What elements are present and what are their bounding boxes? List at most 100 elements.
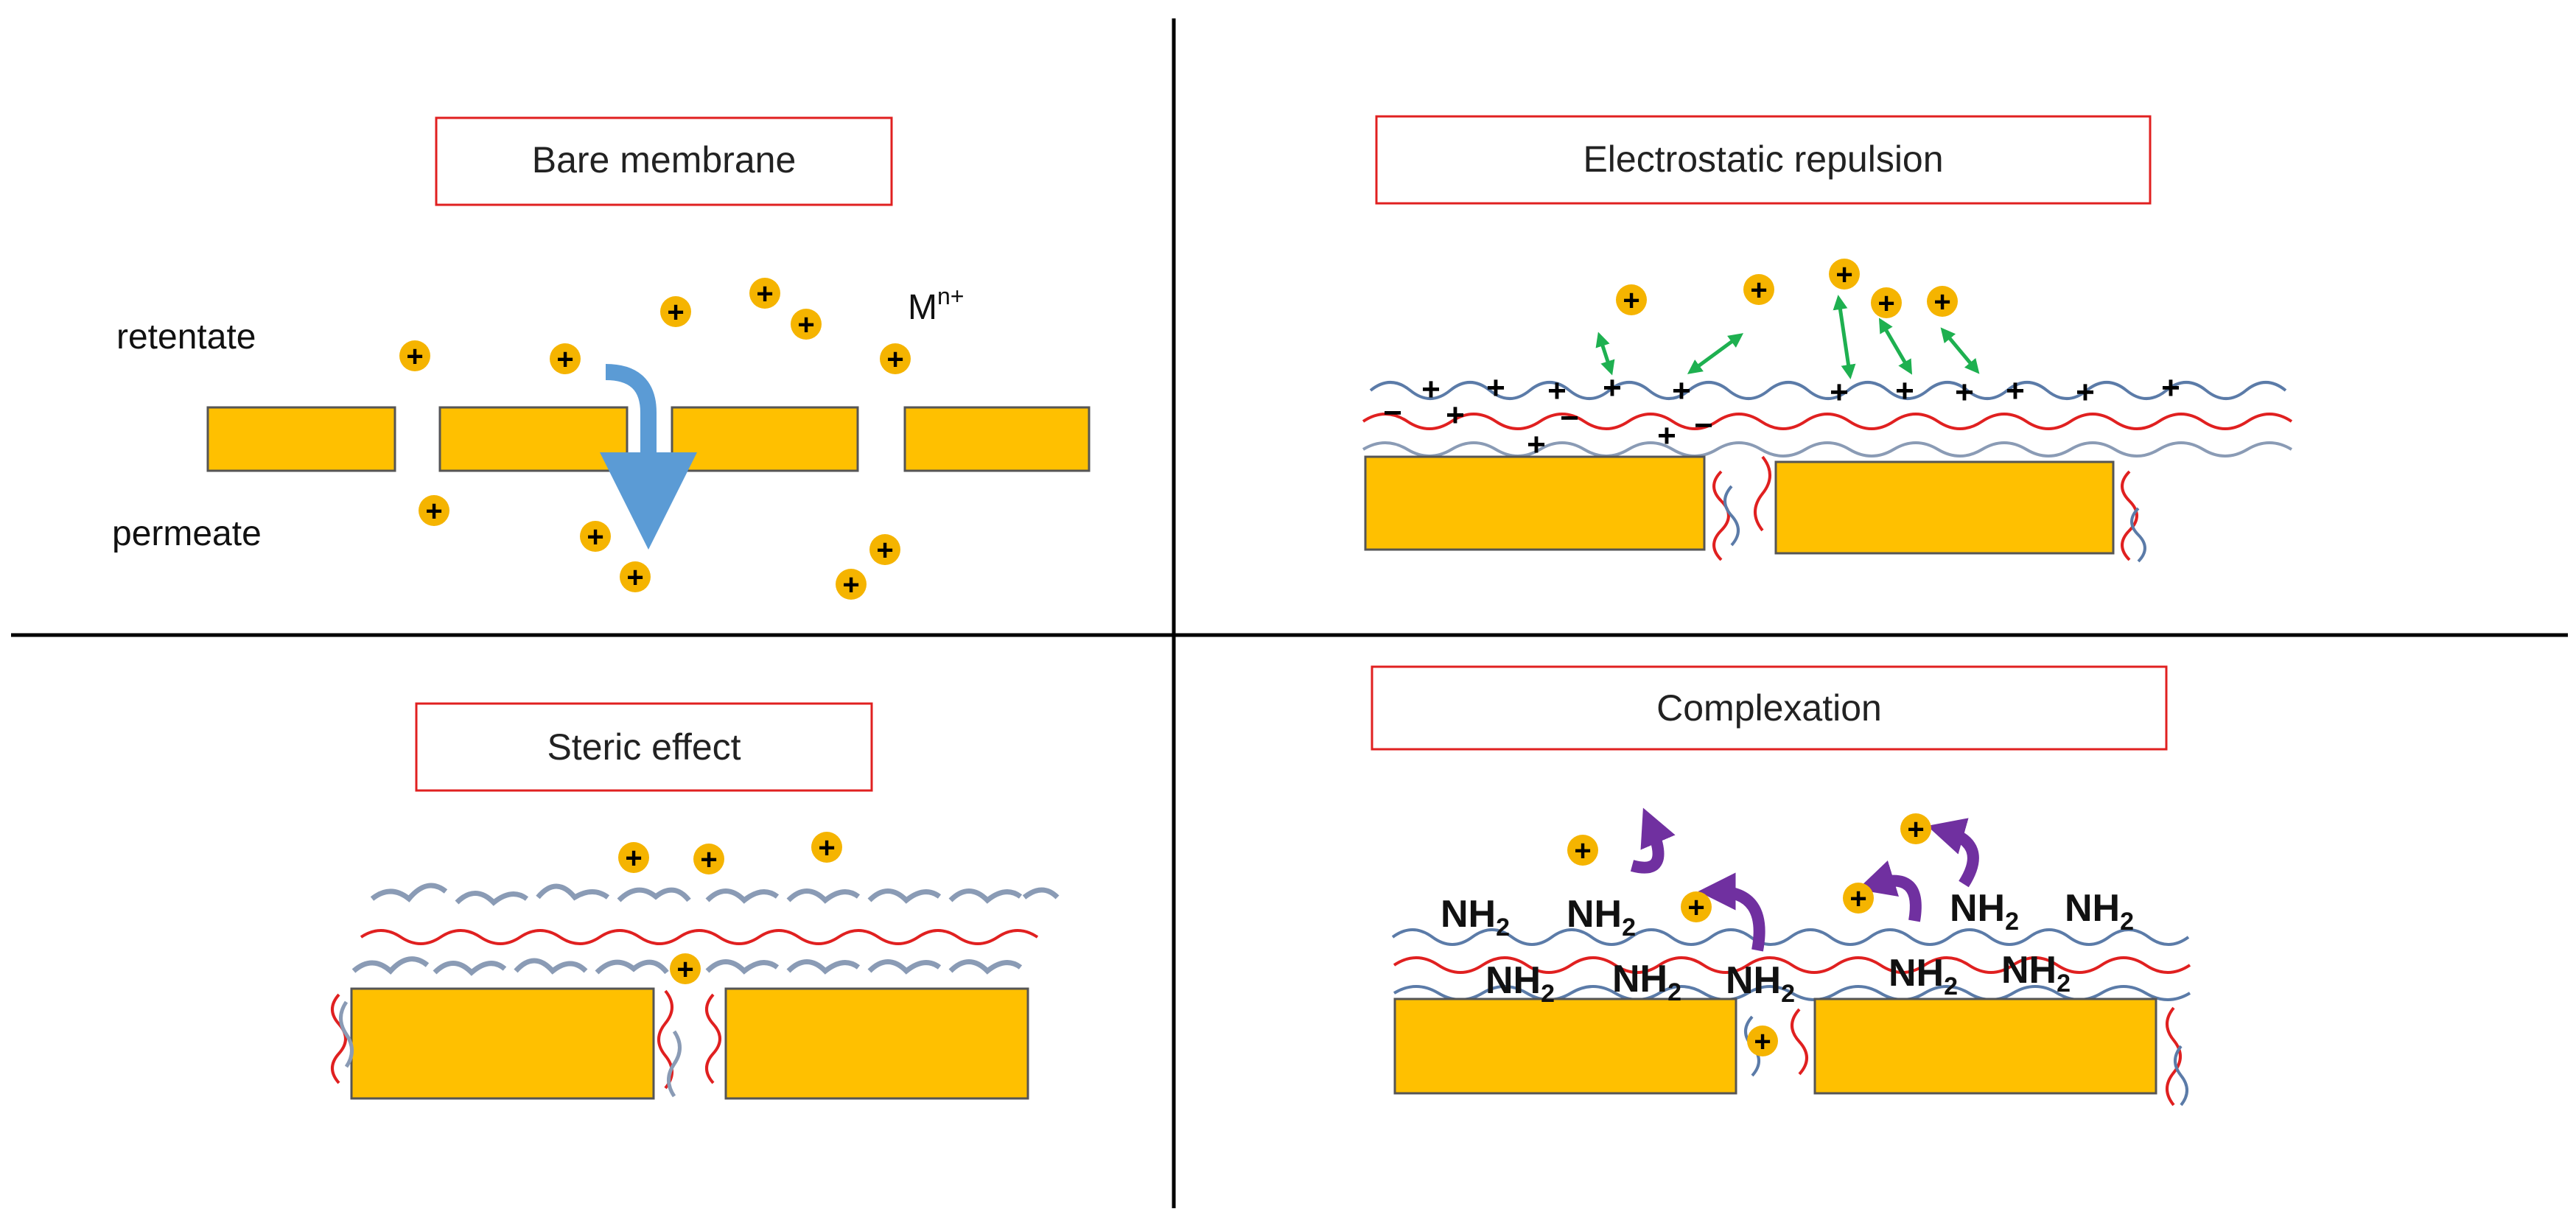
panel-complexation: Complexation NH2 NH2 NH2 NH2 NH2 NH2 NH2… bbox=[1371, 665, 2191, 1107]
svg-text:+: + bbox=[1849, 883, 1866, 915]
positive-metal-ion-icon: + bbox=[811, 832, 842, 864]
polymer-chain bbox=[370, 883, 1060, 906]
polymer-chain bbox=[1393, 956, 2191, 974]
polymer-chain bbox=[2130, 507, 2146, 563]
title-box-electrostatic-repulsion bbox=[1375, 115, 2152, 205]
svg-text:NH2: NH2 bbox=[1889, 952, 1958, 1000]
title-electrostatic-repulsion: Electrostatic repulsion bbox=[1583, 139, 1943, 180]
svg-text:+: + bbox=[667, 296, 684, 329]
svg-text:+: + bbox=[626, 561, 643, 594]
positive-metal-ion-icon: + bbox=[1747, 1026, 1778, 1058]
svg-text:+: + bbox=[1687, 891, 1704, 924]
svg-text:+: + bbox=[1895, 373, 1914, 409]
positive-metal-ion-icon: + bbox=[791, 309, 822, 341]
polymer-chain bbox=[339, 1000, 354, 1068]
svg-text:+: + bbox=[756, 278, 773, 310]
svg-text:NH2: NH2 bbox=[1567, 893, 1636, 942]
title-complexation: Complexation bbox=[1656, 687, 1882, 729]
title-bare-membrane: Bare membrane bbox=[532, 139, 797, 180]
positive-metal-ion-icon: + bbox=[836, 569, 867, 601]
polymer-chain bbox=[1393, 985, 2191, 1001]
svg-text:+: + bbox=[1574, 835, 1591, 867]
negative-charge-marks: − − − bbox=[1383, 395, 1713, 444]
polymer-chain bbox=[1712, 470, 1730, 561]
polymer-chain bbox=[1723, 485, 1740, 547]
double-headed-arrow-icon bbox=[1595, 295, 1980, 379]
svg-text:+: + bbox=[1527, 427, 1546, 463]
svg-text:+: + bbox=[1907, 813, 1924, 846]
svg-text:+: + bbox=[625, 842, 642, 874]
svg-text:+: + bbox=[2161, 370, 2180, 406]
svg-text:+: + bbox=[425, 495, 442, 527]
membrane-block bbox=[438, 406, 629, 472]
polymer-chain bbox=[2174, 1045, 2188, 1107]
svg-text:+: + bbox=[1421, 371, 1441, 407]
positive-charge-marks: + + + + + + + + + + + + + + bbox=[1421, 370, 2180, 463]
positive-metal-ion-icon: + bbox=[1829, 259, 1860, 291]
positive-metal-ion-icon: + bbox=[749, 278, 780, 310]
positive-metal-ion-icon: + bbox=[580, 521, 611, 553]
positive-metal-ion-icon: + bbox=[550, 343, 581, 376]
positive-metal-ion-icon: + bbox=[1616, 284, 1647, 317]
positive-metal-ion-icon: + bbox=[1843, 883, 1874, 915]
positive-metal-ion-icon: + bbox=[660, 296, 691, 329]
svg-text:NH2: NH2 bbox=[1950, 887, 2019, 936]
svg-text:+: + bbox=[700, 844, 717, 876]
svg-text:+: + bbox=[818, 832, 835, 864]
polymer-chain bbox=[1362, 413, 2293, 430]
svg-text:+: + bbox=[1657, 418, 1676, 454]
svg-text:+: + bbox=[1547, 373, 1567, 409]
title-steric-effect: Steric effect bbox=[547, 726, 741, 768]
panel-steric-effect: Steric effect + + + + bbox=[331, 702, 1060, 1100]
svg-text:+: + bbox=[587, 521, 603, 553]
metal-ion-label: Mn+ bbox=[908, 283, 964, 327]
permeate-label: permeate bbox=[112, 514, 262, 553]
svg-text:+: + bbox=[1603, 370, 1622, 406]
positive-metal-ion-icon: + bbox=[1567, 835, 1598, 867]
svg-text:+: + bbox=[1877, 287, 1894, 320]
positive-metal-ion-icon: + bbox=[670, 953, 701, 986]
svg-text:−: − bbox=[1560, 400, 1579, 436]
membrane-block bbox=[1813, 998, 2157, 1095]
svg-text:+: + bbox=[1750, 274, 1767, 306]
positive-metal-ion-icon: + bbox=[880, 343, 911, 376]
svg-text:+: + bbox=[1830, 374, 1849, 410]
membrane-block bbox=[350, 987, 655, 1100]
polymer-chain bbox=[1369, 381, 2287, 400]
svg-text:NH2: NH2 bbox=[1441, 893, 1510, 942]
retentate-label: retentate bbox=[116, 318, 256, 357]
panel-electrostatic-repulsion: Electrostatic repulsion + + + + + + + + … bbox=[1362, 115, 2293, 563]
positive-metal-ion-icon: + bbox=[1743, 274, 1774, 306]
polymer-chain bbox=[2121, 470, 2138, 561]
amine-groups: NH2 NH2 NH2 NH2 NH2 NH2 NH2 NH2 NH2 bbox=[1441, 887, 2134, 1008]
polymer-chain bbox=[2166, 1006, 2182, 1107]
positive-metal-ion-icon: + bbox=[620, 561, 651, 594]
svg-text:+: + bbox=[2076, 374, 2095, 410]
polymer-chain bbox=[705, 993, 721, 1084]
panel-bare-membrane: Bare membrane retentate permeate Mn+ + +… bbox=[112, 116, 1091, 601]
svg-text:+: + bbox=[1933, 286, 1950, 318]
svg-text:+: + bbox=[406, 340, 423, 373]
svg-text:+: + bbox=[1672, 373, 1691, 409]
positive-metal-ion-icon: + bbox=[618, 842, 649, 874]
positive-metal-ion-icon: + bbox=[1900, 813, 1931, 846]
positive-metal-ion-icon: + bbox=[693, 844, 724, 876]
svg-text:+: + bbox=[556, 343, 573, 376]
svg-text:+: + bbox=[1486, 370, 1505, 406]
positive-metal-ion-icon: + bbox=[399, 340, 430, 373]
membrane-block bbox=[903, 406, 1091, 472]
svg-text:NH2: NH2 bbox=[1726, 959, 1795, 1008]
svg-text:+: + bbox=[1955, 374, 1974, 410]
polymer-chain bbox=[360, 929, 1039, 945]
positive-metal-ion-icon: + bbox=[869, 534, 900, 567]
svg-text:−: − bbox=[1694, 407, 1713, 444]
membrane-block bbox=[724, 987, 1029, 1100]
svg-text:+: + bbox=[842, 569, 859, 601]
svg-text:+: + bbox=[1446, 397, 1465, 433]
title-box-complexation bbox=[1371, 665, 2168, 751]
positive-metal-ion-icon: + bbox=[1927, 286, 1958, 318]
svg-text:NH2: NH2 bbox=[2001, 949, 2071, 998]
svg-text:+: + bbox=[1754, 1026, 1771, 1058]
polymer-chain bbox=[1791, 1008, 1808, 1076]
